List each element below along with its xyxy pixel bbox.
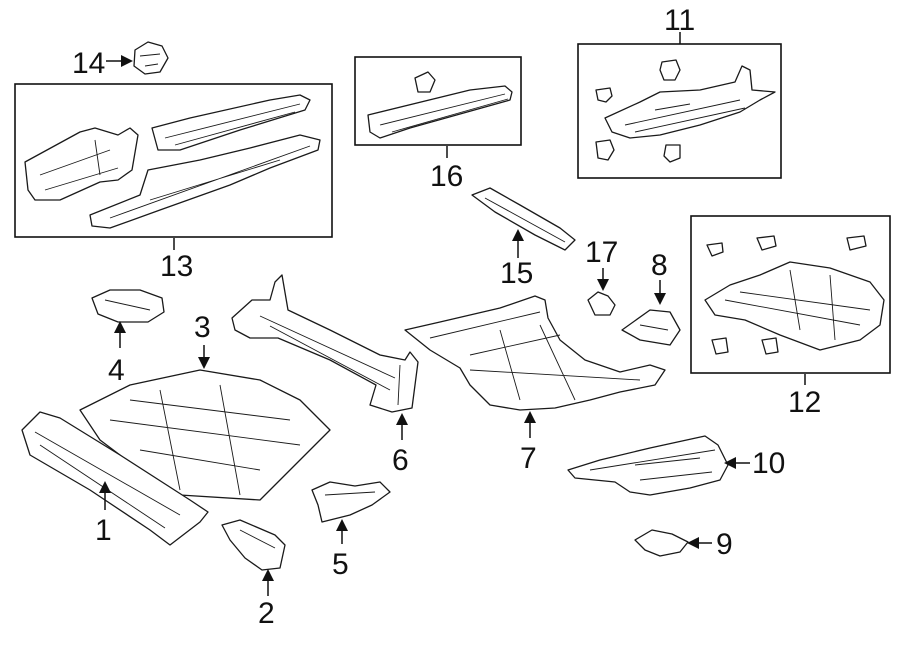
- part-6-crossmember: [231, 274, 419, 413]
- callout-12: 12: [788, 386, 821, 419]
- part-7-rear-floor: [404, 295, 666, 411]
- part-12-under-cover: [704, 261, 885, 351]
- callout-6: 6: [392, 444, 409, 477]
- part-2-bracket: [221, 519, 286, 571]
- part-15-crossmember: [471, 187, 576, 251]
- callout-13: 13: [160, 250, 193, 283]
- part-12-clip-1: [706, 242, 724, 257]
- part-11-clip-2: [659, 59, 681, 81]
- part-5-bracket: [311, 481, 391, 523]
- part-group-16: [354, 56, 522, 146]
- part-1-rocker: [21, 411, 209, 546]
- part-14-bracket: [133, 41, 169, 75]
- part-10-panel: [567, 435, 729, 496]
- callout-14: 14: [72, 47, 105, 80]
- part-16-bracket: [414, 71, 436, 93]
- callout-4: 4: [108, 354, 125, 387]
- part-group-12: [690, 215, 891, 374]
- part-16-crossmember: [367, 85, 513, 139]
- callout-9: 9: [716, 528, 733, 561]
- part-11-clip-4: [663, 144, 681, 163]
- callout-3: 3: [194, 311, 211, 344]
- callout-11: 11: [664, 4, 695, 37]
- part-3-floor-pan: [79, 369, 331, 501]
- callout-10: 10: [752, 447, 785, 480]
- callout-2: 2: [258, 597, 275, 630]
- part-4-plug: [91, 289, 165, 323]
- part-11-clip-1: [595, 87, 613, 103]
- part-8-bracket: [621, 309, 681, 346]
- part-11-under-cover: [604, 65, 776, 139]
- callout-15: 15: [500, 257, 533, 290]
- part-12-clip-3: [846, 235, 867, 251]
- part-12-clip-2: [756, 235, 777, 251]
- part-13-upper-rail: [151, 94, 311, 151]
- callout-16: 16: [430, 160, 463, 193]
- group-box-13: [14, 83, 333, 238]
- callout-1: 1: [95, 514, 112, 547]
- part-9-bracket: [634, 529, 689, 557]
- part-group-13: [14, 83, 333, 238]
- part-group-11: [577, 43, 782, 179]
- group-box-16: [354, 56, 522, 146]
- part-13-side-rail-left: [24, 127, 139, 201]
- part-11-clip-3: [595, 139, 615, 161]
- callout-17: 17: [585, 236, 618, 269]
- part-17-bracket: [587, 291, 616, 316]
- callout-5: 5: [332, 548, 349, 581]
- part-12-clip-4: [711, 337, 729, 355]
- callout-7: 7: [520, 442, 537, 475]
- part-12-clip-5: [761, 337, 779, 355]
- callout-8: 8: [651, 249, 668, 282]
- group-box-12: [690, 215, 891, 374]
